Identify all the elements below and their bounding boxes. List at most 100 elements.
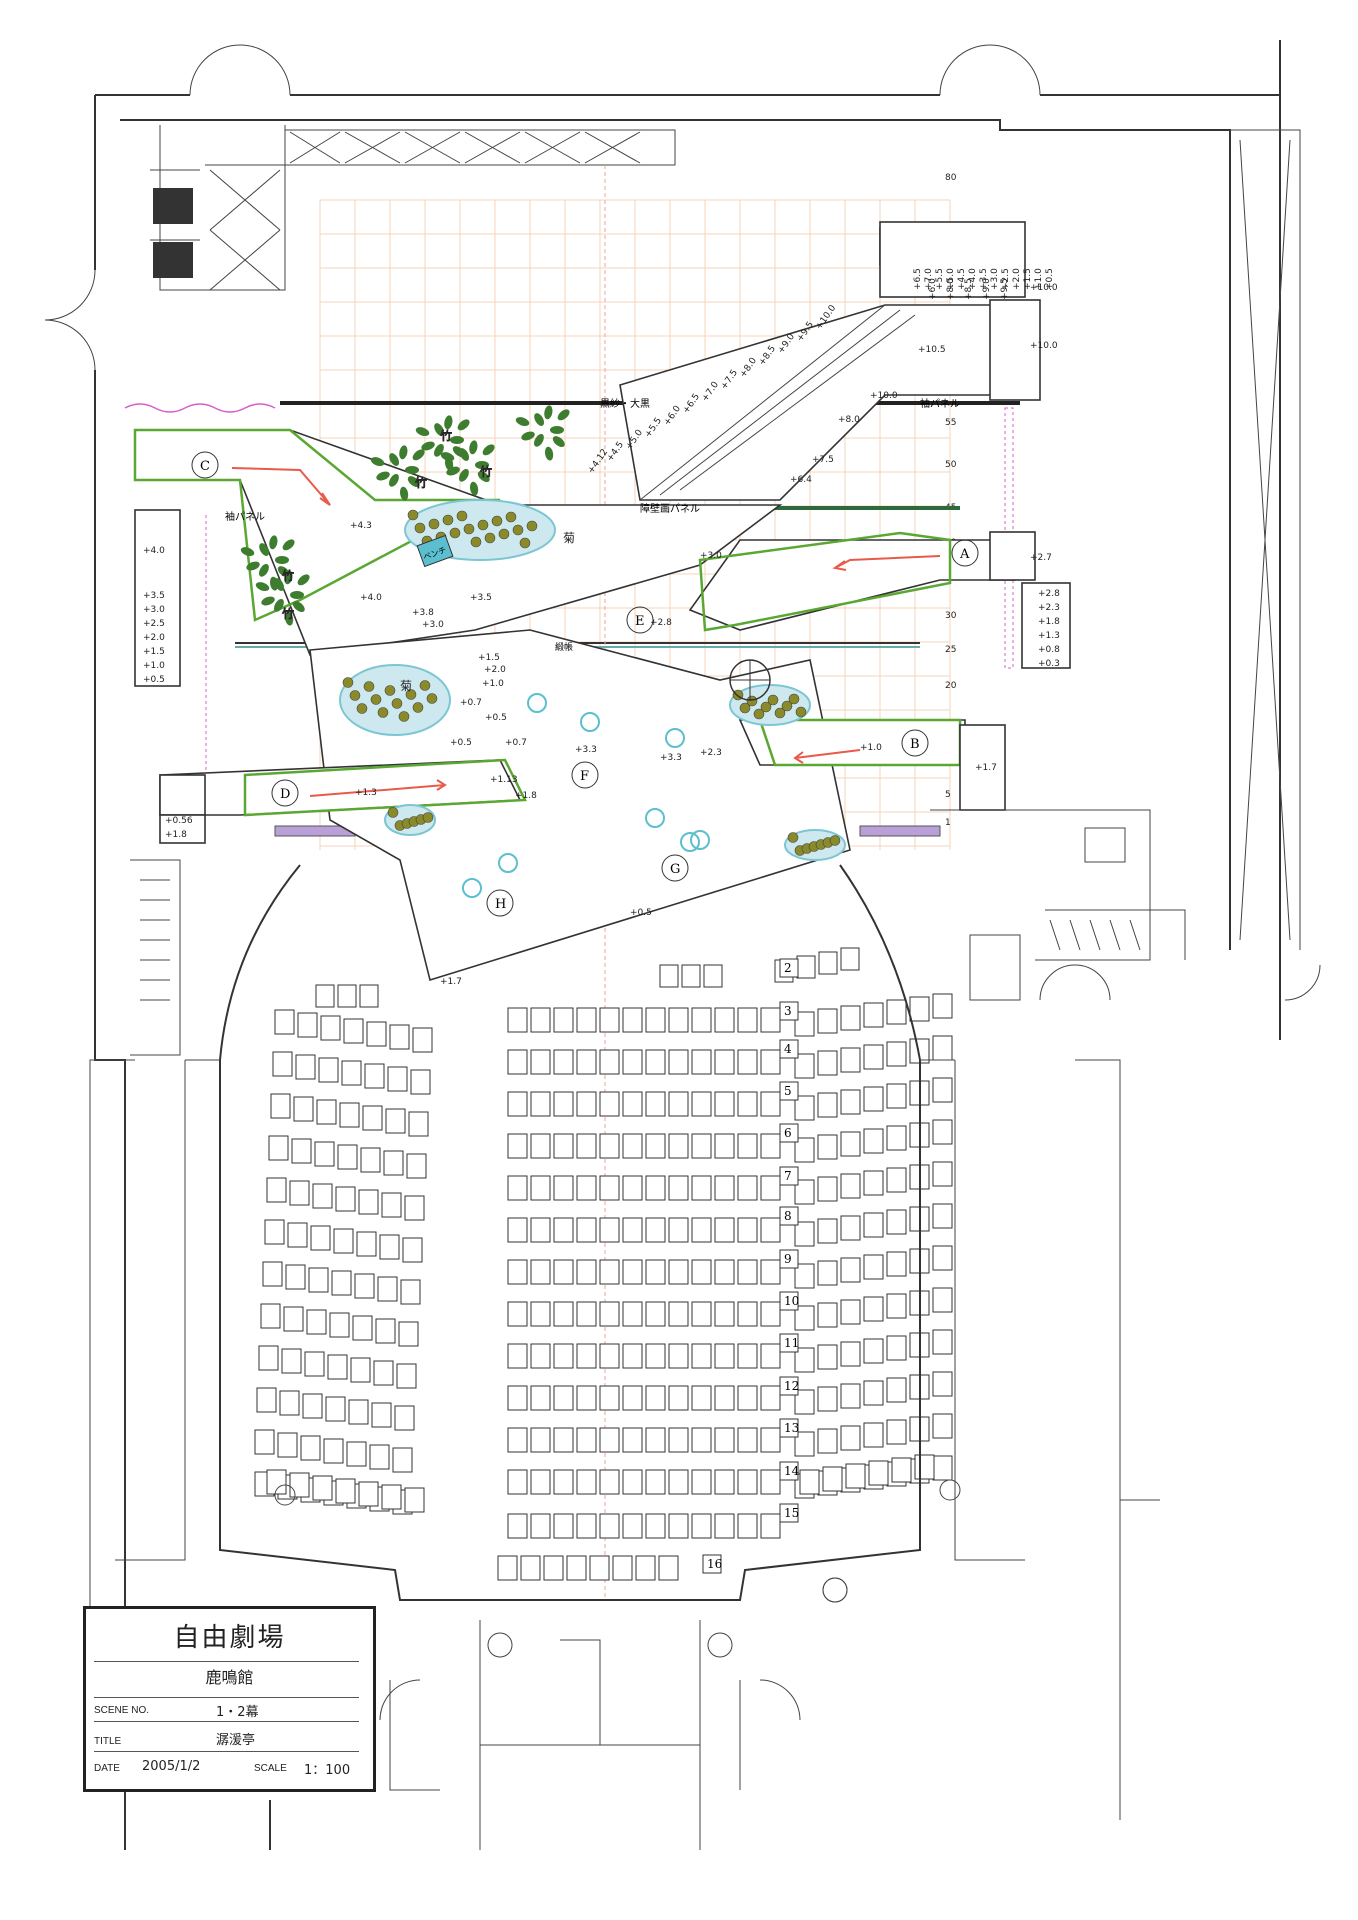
seat: [932, 993, 953, 1019]
row-number-box: [779, 1291, 799, 1311]
seat: [576, 1343, 597, 1369]
seat: [840, 1131, 861, 1157]
row-number-box: [779, 958, 799, 978]
seat: [408, 1111, 429, 1137]
seat: [932, 1413, 953, 1439]
seat: [691, 1049, 712, 1075]
row-number: 16: [707, 1557, 722, 1571]
seat: [863, 1296, 884, 1322]
row-number: 2: [784, 961, 792, 975]
divider: [94, 1697, 359, 1698]
seat: [274, 1009, 295, 1035]
seat: [817, 1008, 838, 1034]
height-label: +1.8: [515, 791, 537, 801]
seat: [576, 1385, 597, 1411]
seat: [737, 1007, 758, 1033]
seat: [794, 1011, 815, 1037]
seat: [760, 1427, 781, 1453]
seat: [254, 1429, 275, 1455]
seat: [553, 1343, 574, 1369]
seat: [530, 1301, 551, 1327]
seat: [354, 1273, 375, 1299]
seat: [412, 1027, 433, 1053]
seat: [507, 1385, 528, 1411]
height-label: +4.12: [586, 447, 610, 475]
height-label: +3.0: [143, 605, 165, 615]
seat: [622, 1469, 643, 1495]
height-label: +0.7: [460, 698, 482, 708]
seat: [909, 996, 930, 1022]
seat: [599, 1049, 620, 1075]
seat: [507, 1175, 528, 1201]
seat: [392, 1447, 413, 1473]
area-letter: A: [959, 547, 970, 562]
height-label: +10.5: [918, 345, 946, 355]
row-number-box: [779, 1461, 799, 1481]
seat: [645, 1133, 666, 1159]
seat: [310, 1225, 331, 1251]
height-label: +1.7: [975, 763, 997, 773]
height-label: +0.5: [450, 738, 472, 748]
height-label: +2.0: [143, 633, 165, 643]
seat: [323, 1438, 344, 1464]
seat: [714, 1385, 735, 1411]
seat: [316, 1099, 337, 1125]
seat: [714, 1301, 735, 1327]
seat: [553, 1217, 574, 1243]
seat: [703, 964, 723, 988]
seat: [760, 1469, 781, 1495]
seat: [358, 1481, 379, 1507]
seat: [507, 1343, 528, 1369]
seat: [312, 1183, 333, 1209]
height-label: +10.0: [1030, 341, 1058, 351]
height-label: +10.0: [870, 391, 898, 401]
seat: [289, 1180, 310, 1206]
seat: [886, 1041, 907, 1067]
seat: [817, 1218, 838, 1244]
seat: [760, 1049, 781, 1075]
seat: [266, 1177, 287, 1203]
seat: [530, 1175, 551, 1201]
label-curtain: 緞帳: [555, 641, 573, 653]
seat: [635, 1555, 656, 1581]
seat: [272, 1051, 293, 1077]
seat: [622, 1175, 643, 1201]
depth-mark: 30: [945, 611, 957, 621]
seat: [283, 1306, 304, 1332]
height-label: +3.0: [990, 268, 1000, 290]
seat: [507, 1427, 528, 1453]
seat: [385, 1108, 406, 1134]
seat: [507, 1133, 528, 1159]
seat: [553, 1259, 574, 1285]
height-label: +6.5: [913, 268, 923, 290]
bamboo-label: 竹: [414, 475, 427, 490]
row-number-box: [779, 1418, 799, 1438]
seat: [381, 1192, 402, 1218]
seat: [714, 1469, 735, 1495]
height-label: +9.0: [982, 278, 992, 300]
seat: [668, 1259, 689, 1285]
seat: [264, 1219, 285, 1245]
seat: [840, 1047, 861, 1073]
height-label: +6.4: [790, 475, 812, 485]
seat: [714, 1343, 735, 1369]
seat: [714, 1133, 735, 1159]
seat: [553, 1385, 574, 1411]
seat: [691, 1133, 712, 1159]
area-letter: C: [200, 459, 210, 474]
seat: [668, 1301, 689, 1327]
seat: [553, 1301, 574, 1327]
seat: [840, 1005, 861, 1031]
seat: [576, 1427, 597, 1453]
title-value: 潺湲亭: [216, 1733, 256, 1748]
seat: [658, 1555, 679, 1581]
seat: [507, 1049, 528, 1075]
seat: [530, 1091, 551, 1117]
height-label: +5.0: [946, 268, 956, 290]
seat: [530, 1049, 551, 1075]
area-letter: B: [910, 737, 920, 752]
seat: [318, 1057, 339, 1083]
height-label: +1.13: [490, 775, 518, 785]
